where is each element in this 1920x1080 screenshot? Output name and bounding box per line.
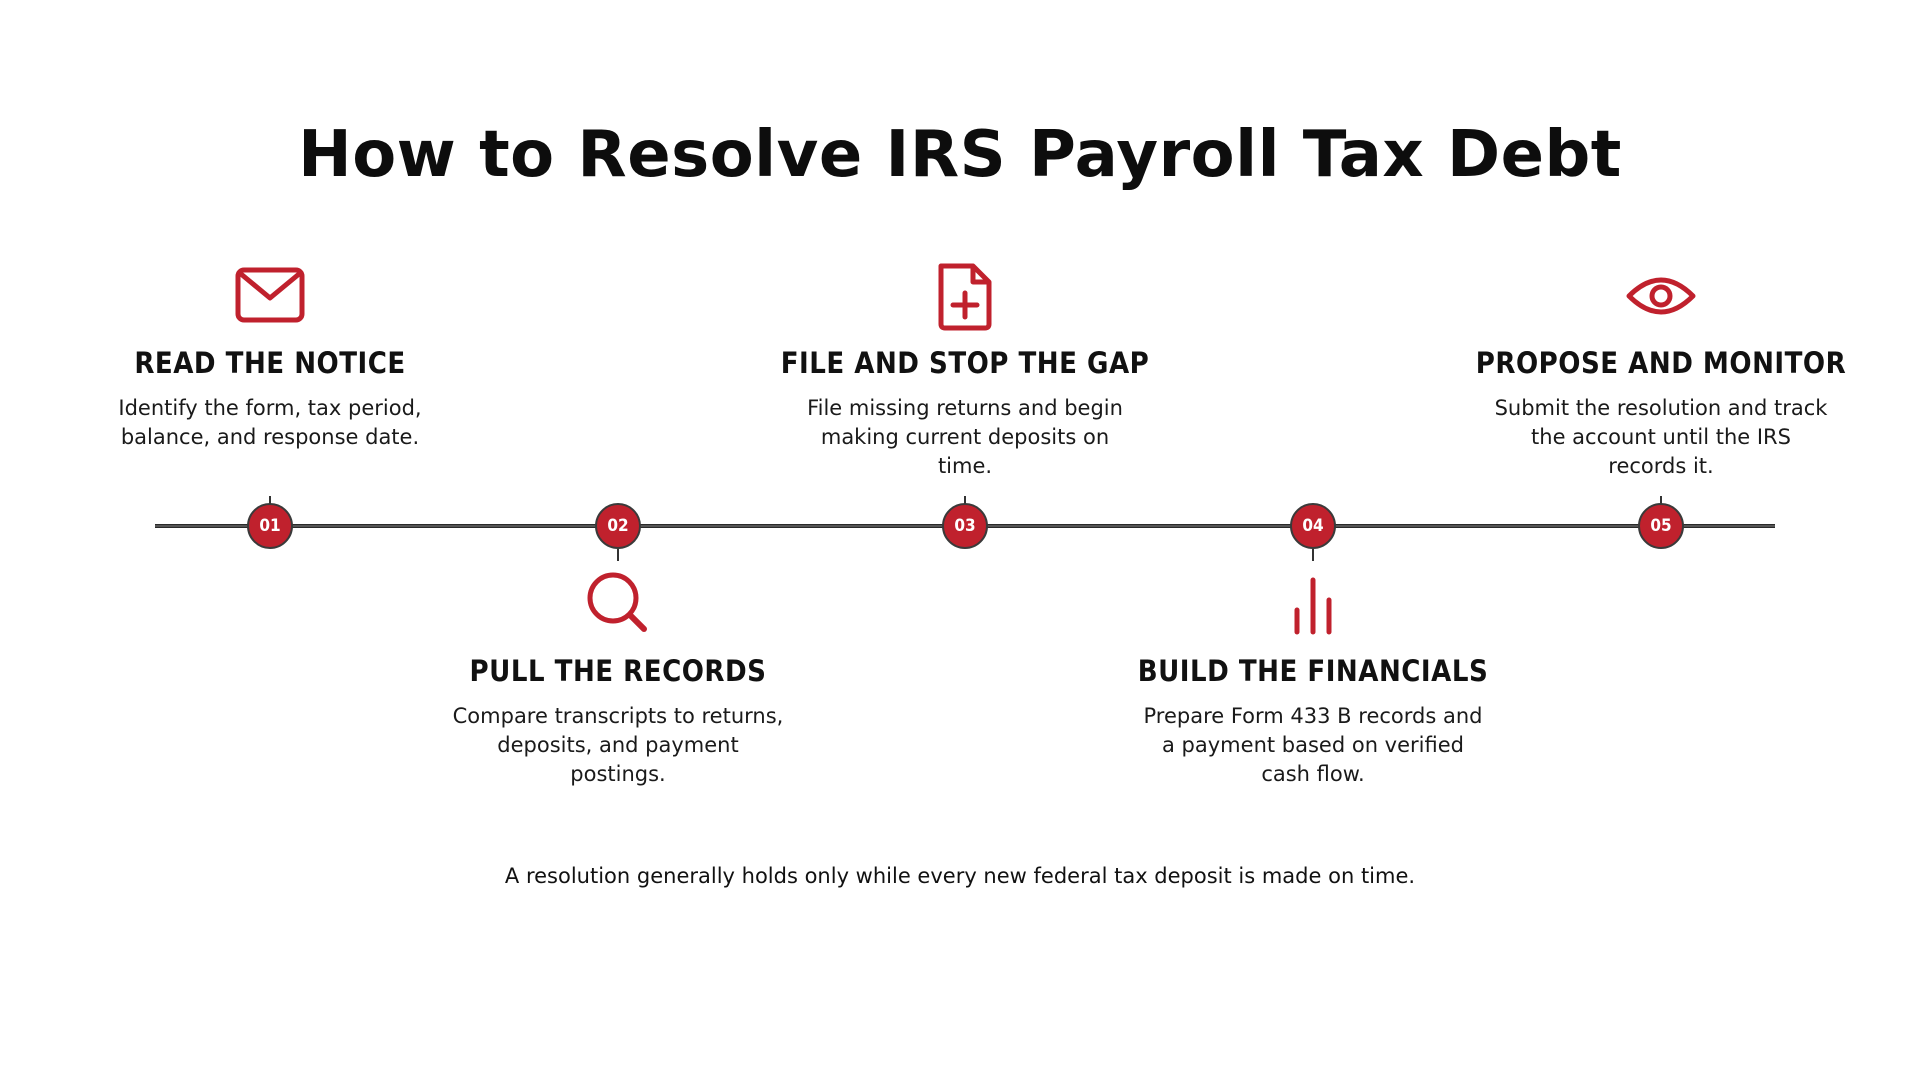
step-1-title: READ THE NOTICE	[134, 346, 406, 380]
bar-chart-icon	[1294, 577, 1332, 635]
step-4-tick	[1312, 549, 1314, 561]
step-2-text: Compare transcripts to returns, deposits…	[452, 704, 784, 786]
magnifier-icon	[587, 572, 647, 632]
step-2-marker: 02	[595, 503, 641, 549]
step-2-tick	[617, 549, 619, 561]
step-3: FILE AND STOP THE GAP File missing retur…	[765, 260, 1165, 481]
step-4-title: BUILD THE FINANCIALS	[1137, 654, 1489, 688]
step-2-title: PULL THE RECORDS	[469, 654, 767, 688]
step-3-text: File missing returns and begin making cu…	[807, 396, 1123, 478]
step-3-title: FILE AND STOP THE GAP	[780, 346, 1150, 380]
envelope-icon	[235, 267, 305, 323]
add-file-icon	[938, 263, 992, 331]
footnote: A resolution generally holds only while …	[504, 864, 1416, 888]
step-3-marker: 03	[942, 503, 988, 549]
step-3-tick	[964, 496, 966, 508]
step-5-text: Submit the resolution and track the acco…	[1494, 396, 1828, 478]
step-4: BUILD THE FINANCIALS Prepare Form 433 B …	[1113, 568, 1513, 789]
step-5-marker: 05	[1638, 503, 1684, 549]
step-5-title: PROPOSE AND MONITOR	[1475, 346, 1847, 380]
eye-icon	[1626, 277, 1696, 315]
step-1-tick	[269, 496, 271, 508]
step-4-marker: 04	[1290, 503, 1336, 549]
step-5: PROPOSE AND MONITOR Submit the resolutio…	[1461, 260, 1861, 481]
step-2: PULL THE RECORDS Compare transcripts to …	[418, 568, 818, 789]
step-1: READ THE NOTICE Identify the form, tax p…	[70, 260, 470, 452]
step-1-text: Identify the form, tax period, balance, …	[118, 396, 422, 449]
page-title: How to Resolve IRS Payroll Tax Debt	[298, 118, 1622, 192]
step-5-tick	[1660, 496, 1662, 508]
step-1-marker: 01	[247, 503, 293, 549]
step-4-text: Prepare Form 433 B records and a payment…	[1143, 704, 1483, 786]
